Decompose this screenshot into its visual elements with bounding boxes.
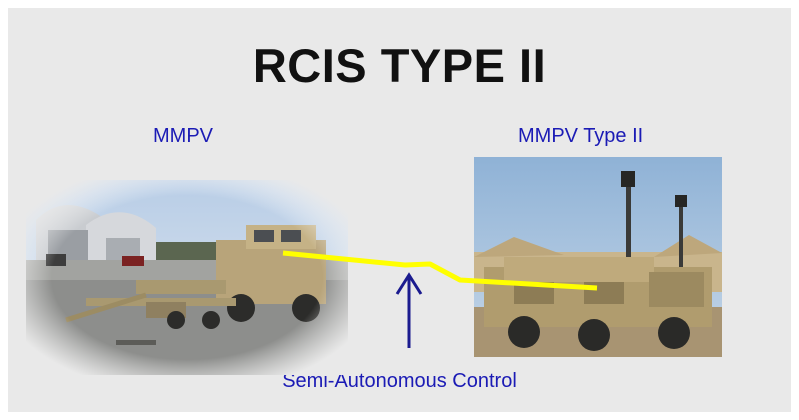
- semi-autonomous-control-label: Semi-Autonomous Control: [282, 370, 517, 392]
- mmpv-label: MMPV: [153, 125, 213, 147]
- mmpv-photo: [26, 180, 348, 375]
- slide-title: RCIS TYPE II: [252, 39, 547, 92]
- mmpv-type-ii-photo: [474, 157, 722, 357]
- mmpv-type-ii-label: MMPV Type II: [518, 125, 644, 147]
